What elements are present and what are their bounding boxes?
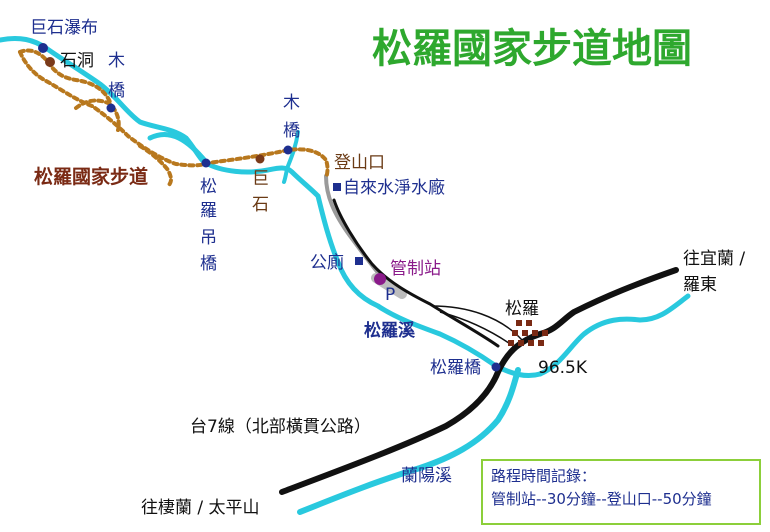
stone-cave-label: 石洞 — [60, 51, 94, 71]
songluo-stream-river — [0, 35, 543, 379]
to-yilan-label-1: 往宜蘭 / — [683, 249, 745, 269]
wooden-bridge-2-label-a: 木 — [283, 93, 300, 113]
wooden-bridge-1-label-b: 橋 — [108, 81, 125, 101]
wooden-bridge-2-label-b: 橋 — [283, 121, 300, 141]
songluo-village-label: 松羅 — [505, 299, 539, 319]
water-plant-label: 自來水淨水廠 — [343, 177, 445, 198]
giant-rock-waterfall-marker[interactable] — [38, 43, 48, 53]
songluo-bridge-label: 松羅橋 — [430, 358, 481, 378]
highway-label: 台7線（北部橫貫公路） — [190, 417, 371, 437]
travel-time-note: 路程時間記錄： 管制站--30分鐘--登山口--50分鐘 — [481, 459, 761, 525]
black-access-road — [332, 198, 500, 348]
lanyang-stream-river — [297, 367, 521, 515]
giant-rock-marker[interactable] — [255, 154, 265, 164]
travel-time-detail: 管制站--30分鐘--登山口--50分鐘 — [491, 490, 712, 508]
km-marker-label: 96.5K — [538, 358, 588, 378]
songluo-bridge-marker[interactable] — [491, 362, 501, 372]
trailhead-label: 登山口 — [334, 153, 385, 173]
toilet-marker[interactable] — [355, 257, 363, 265]
to-qilan-label: 往棲蘭 / 太平山 — [141, 498, 260, 518]
giant-rock-label-2: 石 — [252, 195, 269, 215]
suspension-bridge-label-3: 吊 — [200, 228, 217, 248]
giant-rock-waterfall-label: 巨石瀑布 — [30, 18, 98, 38]
toilet-label: 公廁 — [310, 252, 344, 273]
wooden-bridge-2-marker[interactable] — [283, 145, 293, 155]
suspension-bridge-label-4: 橋 — [200, 254, 217, 274]
suspension-bridge-marker[interactable] — [201, 158, 211, 168]
songluo-village-houses — [508, 320, 548, 346]
wooden-bridge-creek — [282, 130, 300, 184]
wooden-bridge-1-label-a: 木 — [108, 51, 125, 71]
lanyang-stream-label: 蘭陽溪 — [401, 466, 452, 486]
giant-rock-label-1: 巨 — [252, 169, 269, 189]
trail-main — [18, 50, 330, 180]
stone-cave-marker[interactable] — [45, 57, 55, 67]
upper-creek — [147, 131, 209, 165]
control-station-label: 管制站 — [390, 259, 441, 279]
parking-label: P — [385, 285, 395, 305]
yilan-branch-river — [537, 293, 691, 377]
wooden-bridge-1-marker[interactable] — [106, 103, 116, 113]
trail-loop-lower — [138, 144, 173, 188]
trail-loop-upper — [18, 48, 112, 104]
to-yilan-label-2: 羅東 — [683, 275, 717, 295]
suspension-bridge-label-2: 羅 — [200, 201, 217, 221]
control-station-marker[interactable] — [374, 273, 386, 285]
trail-name-label: 松羅國家步道 — [34, 165, 148, 188]
water-plant-marker[interactable] — [333, 183, 341, 191]
songluo-stream-label: 松羅溪 — [364, 320, 416, 341]
highway-7 — [279, 267, 679, 495]
suspension-bridge-label-1: 松 — [200, 177, 217, 197]
map-title: 松羅國家步道地圖 — [372, 26, 692, 72]
travel-time-title: 路程時間記錄： — [491, 467, 597, 485]
